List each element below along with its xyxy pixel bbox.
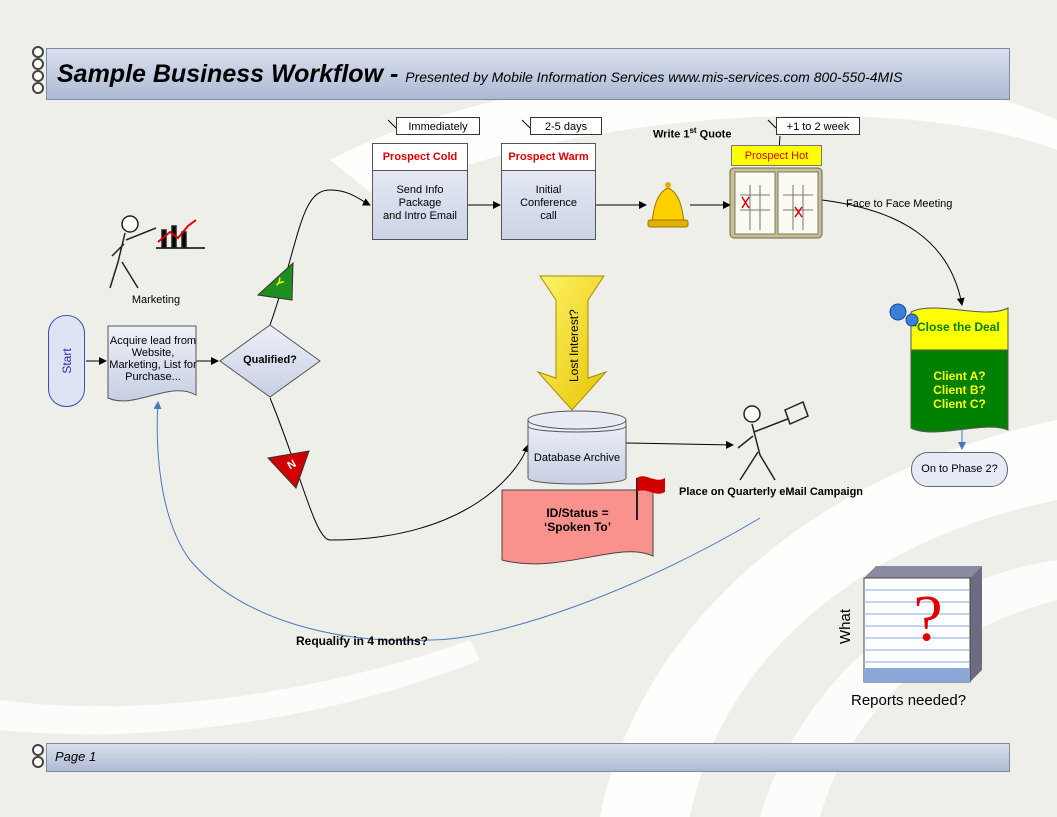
clients-text: Client A? Client B? Client C? [911,369,1008,411]
bell-icon [647,182,689,228]
yes-branch-connector [269,189,371,326]
lost-interest-label: Lost Interest? [567,309,581,382]
prospect-warm-line-2: call [540,210,557,222]
acquire-line-4: Purchase... [125,371,181,383]
prospect-warm-title: Prospect Warm [502,144,595,171]
yes-triangle [256,261,294,301]
requalify-curve [153,401,966,642]
mail-carrier-icon [737,400,809,481]
status-line-2: ‘Spoken To’ [543,520,612,534]
database-label: Database Archive [533,452,621,464]
close-deal-label: Close the Deal [917,320,1000,334]
phase2-node: On to Phase 2? [911,452,1008,487]
client-b: Client B? [933,383,986,397]
write-quote-label: Write 1st Quote [653,126,731,141]
what-label: What [837,608,855,645]
start-node: Start [48,315,85,407]
prospect-warm-box: Prospect Warm Initial Conference call [501,143,596,240]
timer-cold: Immediately [396,117,480,135]
acquire-lead-text: Acquire lead from Website, Marketing, Li… [108,335,198,383]
acquire-lead-shape [107,325,197,402]
face-meeting-label: Face to Face Meeting [846,198,953,210]
acquire-line-3: Marketing, List for [109,359,197,371]
prospect-cold-line-2: and Intro Email [383,210,457,222]
prospect-hot-label: Prospect Hot [731,145,822,166]
title-banner: Sample Business Workflow - Presented by … [46,48,1010,100]
page-subtitle: Presented by Mobile Information Services… [405,69,903,85]
timer-hot: +1 to 2 week [776,117,860,135]
hot-to-deal-connector [821,199,965,306]
prospect-cold-box: Prospect Cold Send Info Package and Intr… [372,143,468,240]
flag-icon [636,476,665,520]
db-to-campaign-arrow [625,440,734,449]
qualified-label: Qualified? [243,354,297,366]
banner-rings [32,46,50,94]
requalify-label: Requalify in 4 months? [296,634,429,648]
lost-interest-arrow [536,275,608,411]
write-quote-text: Write 1 [653,128,690,141]
acquire-line-2: Website, [131,347,175,359]
start-label: Start [59,348,74,374]
no-triangle [267,450,310,489]
prospect-cold-title: Prospect Cold [373,144,467,171]
prospect-warm-line-1: Initial Conference [520,184,577,209]
prospect-cold-line-1: Send Info Package [396,184,444,209]
write-quote-sup: st [689,126,697,135]
reports-notepad-icon: ? [863,566,982,683]
timer-warm: 2-5 days [530,117,602,135]
footer-rings [32,744,50,768]
page-title: Sample Business Workflow - [57,60,406,88]
pushpin-icon [889,303,919,327]
close-deal-shape [910,307,1009,351]
no-branch-connector [269,397,530,541]
qualified-diamond [219,324,321,398]
marketing-label: Marketing [131,294,181,306]
quarterly-campaign-label: Place on Quarterly eMail Campaign [679,486,864,498]
status-note-shape [501,489,654,565]
footer-banner: Page 1 [46,743,1010,772]
acquire-line-1: Acquire lead from [109,335,197,347]
marketing-figure-icon [109,215,205,289]
client-a: Client A? [933,369,986,383]
status-text: ID/Status = ‘Spoken To’ [502,506,653,534]
reports-label: Reports needed? [851,692,967,709]
binder-icon [729,167,823,239]
clients-shape [910,349,1009,433]
client-c: Client C? [933,397,986,411]
write-quote-rest: Quote [696,128,732,141]
status-line-1: ID/Status = [546,506,609,520]
page-number: Page 1 [55,749,97,764]
question-mark-glyph: ? [913,582,942,655]
database-cylinder [527,410,627,485]
